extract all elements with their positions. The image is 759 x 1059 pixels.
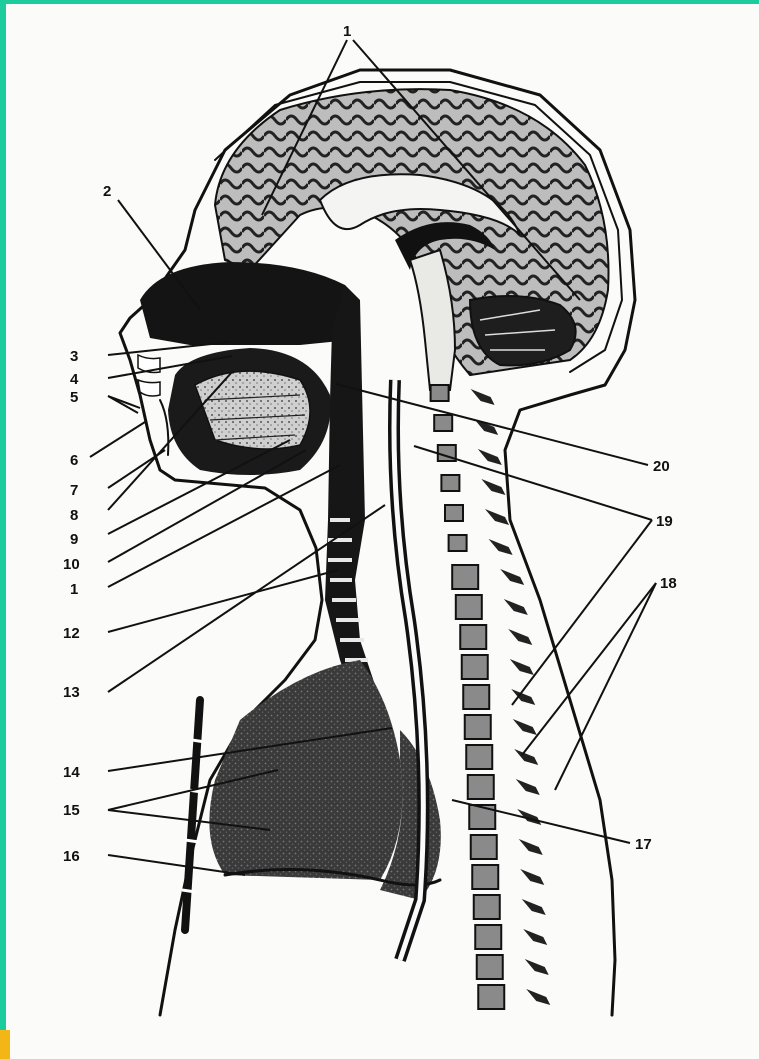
label-16: 16 [63,848,80,865]
vertebra-7 [456,595,482,619]
spinous-process-6 [500,569,524,585]
vertebra-12 [466,745,492,769]
label-9: 9 [70,531,78,548]
spinous-process-4 [485,509,509,525]
vertebra-8 [460,625,486,649]
spinous-process-19 [525,959,549,975]
vertebra-16 [472,865,498,889]
vertebra-11 [465,715,491,739]
label-18: 18 [660,575,677,592]
spinous-process-12 [514,749,538,765]
vertebra-5 [449,535,467,551]
vertebra-3 [441,475,459,491]
vertebra-0 [431,385,449,401]
label-12: 12 [63,625,80,642]
label-3: 3 [70,348,78,365]
spinous-process-3 [481,479,505,495]
vertebra-17 [474,895,500,919]
label-8: 8 [70,507,78,524]
label-11: 1 [70,581,78,598]
vertebra-19 [477,955,503,979]
spinous-process-13 [516,779,540,795]
label-5: 5 [70,389,78,406]
label-19: 19 [656,513,673,530]
spinous-process-17 [522,899,546,915]
vertebra-9 [462,655,488,679]
spinous-process-2 [478,449,502,465]
label-4: 4 [70,371,79,388]
label-10: 10 [63,556,80,573]
spinous-process-8 [508,629,532,645]
vertebrae-group [431,385,505,1009]
label-17: 17 [635,836,652,853]
vertebra-13 [468,775,494,799]
nasal-oral-region [138,262,350,475]
vertebra-10 [463,685,489,709]
label-20: 20 [653,458,670,475]
vertebra-6 [452,565,478,589]
thorax [182,660,441,930]
vertebra-18 [475,925,501,949]
spinous-process-16 [520,869,544,885]
label-6: 6 [70,452,78,469]
spinous-process-0 [471,389,495,405]
vertebra-1 [434,415,452,431]
vertebra-20 [478,985,504,1009]
spinous-process-15 [519,839,543,855]
spinous-process-11 [513,719,537,735]
spinous-process-20 [526,989,550,1005]
spinous-process-9 [510,659,534,675]
label-1-brain: 1 [343,23,351,40]
spinous-process-7 [504,599,528,615]
label-14: 14 [63,764,80,781]
label-13: 13 [63,684,80,701]
spinous-process-18 [523,929,547,945]
spinal-column [394,380,550,1009]
spinous-process-5 [489,539,513,555]
label-7: 7 [70,482,78,499]
vertebra-4 [445,505,463,521]
label-2: 2 [103,183,111,200]
vertebra-15 [471,835,497,859]
label-15: 15 [63,802,80,819]
